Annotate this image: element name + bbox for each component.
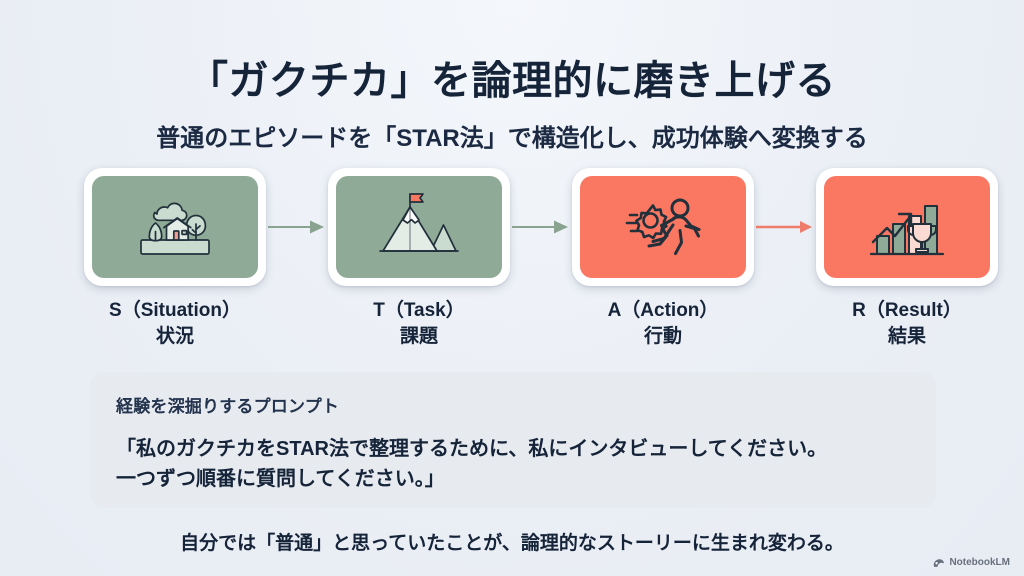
step-card-frame-result[interactable] — [816, 168, 998, 286]
step-card-result — [824, 176, 990, 278]
step-label-ja-situation: 状況 — [155, 326, 194, 348]
mountain-flag-icon — [373, 189, 465, 265]
page-title: 「ガクチカ」を論理的に磨き上げる — [188, 59, 836, 103]
step-card-frame-situation[interactable] — [84, 168, 266, 286]
step-task[interactable]: T（Task） 課題 — [328, 168, 510, 350]
step-label-en-task: T（Task） — [373, 300, 465, 321]
prompt-heading: 経験を深掘りするプロンプト — [116, 397, 340, 416]
step-result[interactable]: R（Result） 結果 — [816, 168, 998, 350]
step-label-en-situation: S（Situation） — [109, 300, 241, 321]
notebooklm-logo-icon — [933, 558, 945, 568]
step-label-action: A（Action） 行動 — [608, 298, 719, 350]
prompt-quote-line-2: 一つずつ順番に質問してください。」 — [116, 467, 445, 490]
running-person-gear-icon — [617, 189, 709, 265]
arrow-t-to-a — [510, 168, 572, 286]
star-step-row: S（Situation） 状況 — [84, 168, 998, 350]
arrow-a-to-r — [754, 168, 816, 286]
step-label-en-result: R（Result） — [852, 300, 962, 321]
step-card-frame-action[interactable] — [572, 168, 754, 286]
step-label-ja-action: 行動 — [643, 326, 682, 348]
step-action[interactable]: A（Action） 行動 — [572, 168, 754, 350]
step-label-result: R（Result） 結果 — [852, 298, 962, 350]
landscape-house-icon — [127, 190, 223, 264]
step-card-situation — [92, 176, 258, 278]
prompt-quote-text: 「私のガクチカをSTAR法で整理するために、私にインタビューしてください。 一つ… — [116, 435, 910, 494]
footer-note: 自分では「普通」と思っていたことが、論理的なストーリーに生まれ変わる。 — [180, 533, 844, 554]
prompt-quote-line-1: 「私のガクチカをSTAR法で整理するために、私にインタビューしてください。 — [116, 438, 828, 460]
page-subtitle: 普通のエピソードを「STAR法」で構造化し、成功体験へ変換する — [156, 125, 868, 152]
step-label-task: T（Task） 課題 — [373, 298, 465, 350]
step-label-ja-result: 結果 — [887, 326, 926, 348]
arrow-s-to-t — [266, 168, 328, 286]
notebooklm-watermark-label: NotebookLM — [949, 557, 1010, 568]
step-card-action — [580, 176, 746, 278]
prompt-callout-box: 経験を深掘りするプロンプト 「私のガクチカをSTAR法で整理するために、私にイン… — [90, 372, 936, 508]
notebooklm-watermark: NotebookLM — [933, 557, 1010, 568]
step-label-situation: S（Situation） 状況 — [109, 298, 241, 350]
step-card-task — [336, 176, 502, 278]
step-card-frame-task[interactable] — [328, 168, 510, 286]
bar-chart-trophy-icon — [861, 190, 953, 264]
step-label-en-action: A（Action） — [607, 300, 719, 321]
step-situation[interactable]: S（Situation） 状況 — [84, 168, 266, 350]
step-label-ja-task: 課題 — [399, 326, 438, 348]
